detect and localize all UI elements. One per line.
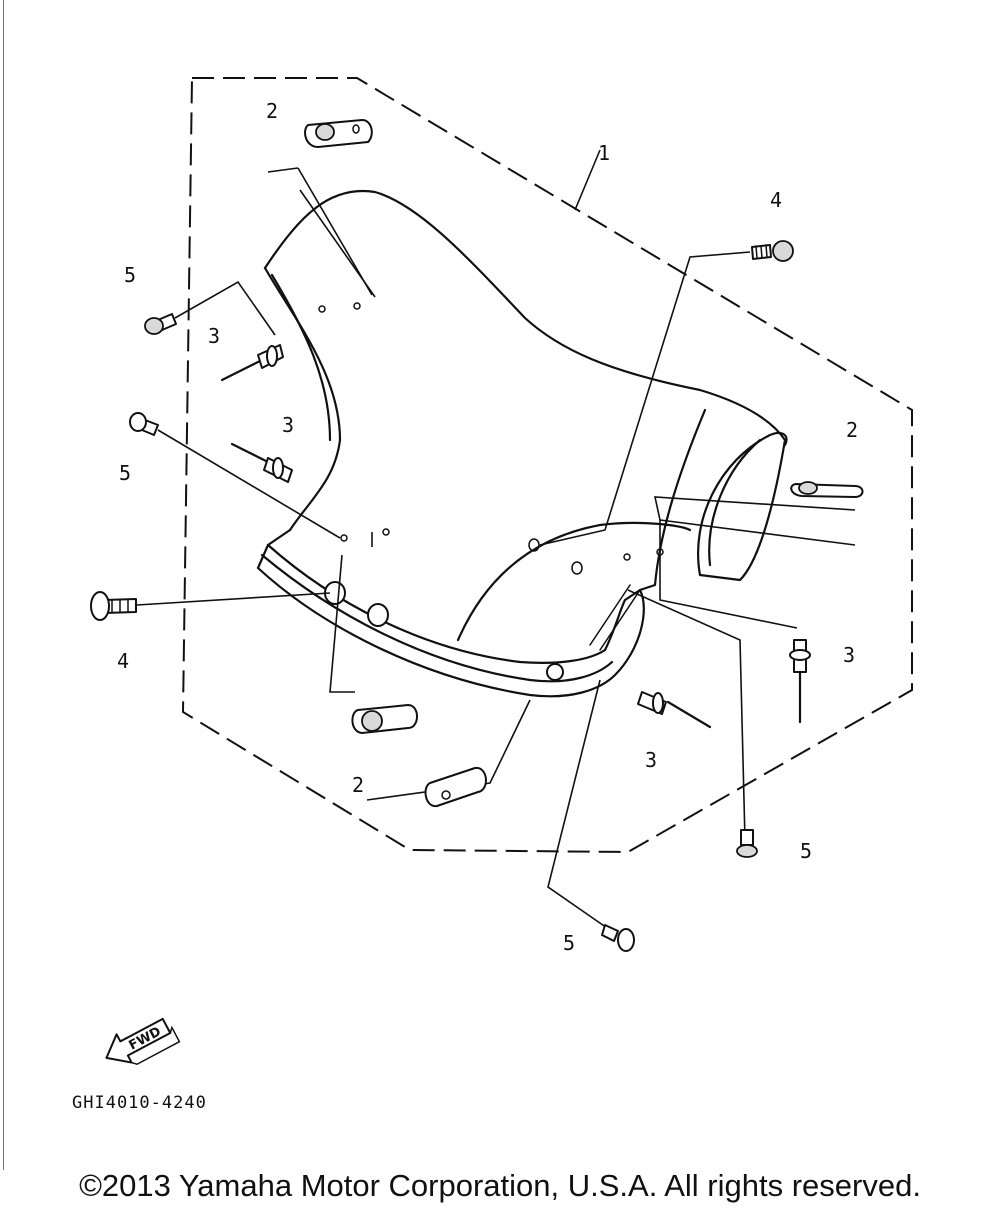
cowling-body xyxy=(256,189,788,698)
callout-part-3-upper-left: 3 xyxy=(208,324,220,348)
callout-part-5-bottom: 5 xyxy=(563,931,575,955)
callout-part-4-top-right: 4 xyxy=(770,188,782,212)
callout-part-1: 1 xyxy=(598,141,610,165)
bracket-part-2-bottom-right xyxy=(424,766,487,808)
callout-part-5-right: 5 xyxy=(800,839,812,863)
callout-part-2-top: 2 xyxy=(266,99,278,123)
bracket-part-2-bottom-left xyxy=(351,704,418,734)
assembly-boundary xyxy=(181,77,913,854)
rivet-part-3-right xyxy=(789,639,811,724)
screw-part-4-left xyxy=(90,591,137,621)
fwd-arrow-icon: FWD xyxy=(105,1017,181,1066)
callout-labels: 1 2 2 2 3 3 3 3 4 4 5 5 5 5 xyxy=(117,99,858,955)
screw-part-5-right xyxy=(736,829,758,858)
screw-part-4-top-right xyxy=(751,240,794,262)
rivet-part-3-mid-left xyxy=(230,442,293,483)
rivet-part-3-upper-left xyxy=(220,344,284,382)
screw-part-5-upper-left xyxy=(144,313,177,335)
callout-part-5-upper-left: 5 xyxy=(124,263,136,287)
callout-part-2-bottom: 2 xyxy=(352,773,364,797)
callout-part-5-mid-left: 5 xyxy=(119,461,131,485)
callout-part-2-right: 2 xyxy=(846,418,858,442)
callout-part-3-bottom: 3 xyxy=(645,748,657,772)
screw-part-5-mid-left xyxy=(129,412,159,436)
bracket-part-2-top xyxy=(304,119,373,148)
callout-part-3-mid-left: 3 xyxy=(282,413,294,437)
copyright-notice: ©2013 Yamaha Motor Corporation, U.S.A. A… xyxy=(79,1168,921,1203)
callout-part-3-right: 3 xyxy=(843,643,855,667)
drawing-code: GHI4010-4240 xyxy=(72,1093,207,1113)
bracket-part-2-right xyxy=(790,481,864,498)
leader-lines xyxy=(136,149,856,931)
screw-part-5-bottom xyxy=(601,924,635,952)
page-edge-line xyxy=(3,0,4,1170)
callout-part-4-left: 4 xyxy=(117,649,129,673)
rivet-part-3-bottom xyxy=(637,691,712,729)
